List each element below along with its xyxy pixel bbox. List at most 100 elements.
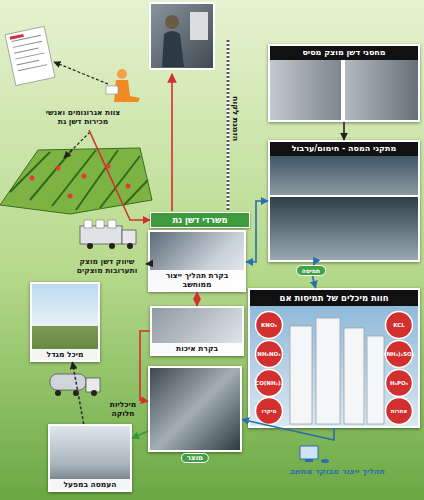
flow-connector bbox=[132, 431, 148, 438]
control-box: בקרת תהליך ייצור ממוחשב bbox=[148, 230, 246, 292]
circle-shape bbox=[256, 398, 283, 425]
circle-shape bbox=[256, 341, 283, 368]
edge-label: מיכליות חלוקה bbox=[100, 400, 146, 418]
tanker-cab bbox=[86, 378, 100, 392]
wheel bbox=[127, 243, 133, 249]
solution-circle: KCL bbox=[384, 310, 414, 340]
circle-shape bbox=[386, 370, 413, 397]
team-text: צוות אגרונומים ואנשי מכירות דשן גת bbox=[36, 108, 130, 126]
formula-text: אחרות bbox=[391, 408, 408, 414]
header-text: חוות מיכלים של תמיסות אם bbox=[250, 290, 418, 306]
warehouse-box: מחסני דשן מוצק מסיס bbox=[268, 44, 420, 122]
order-arrow bbox=[171, 74, 173, 211]
control-panel bbox=[190, 12, 208, 40]
production-box: מוצר bbox=[148, 366, 242, 452]
truck-load bbox=[80, 226, 122, 244]
wheel bbox=[73, 390, 79, 396]
flow-connector bbox=[343, 122, 345, 140]
tanker-tank bbox=[50, 374, 86, 390]
dissolution-box: מתקני המסה - חימום/ערבול bbox=[268, 140, 420, 262]
caption-text: העמסה במפעל bbox=[50, 479, 130, 490]
formula-text: (NH₄)₂SO₄ bbox=[384, 351, 414, 357]
order-document bbox=[5, 26, 55, 85]
person-head bbox=[117, 69, 127, 79]
formula-text: KNO₃ bbox=[261, 322, 277, 328]
flow-connector bbox=[196, 292, 198, 306]
formula-text: מיקרו bbox=[262, 408, 277, 414]
formula-text: H₃PO₄ bbox=[390, 380, 408, 386]
solution-circle: אחרות bbox=[384, 396, 414, 426]
office-header: משרדי דשן גת bbox=[150, 212, 250, 228]
loading-box: העמסה במפעל bbox=[48, 424, 132, 492]
person-clipboard bbox=[106, 86, 118, 94]
solution-circle: (NH₄)₂SO₄ bbox=[384, 339, 414, 369]
formula-text: CO(NH₂)₂ bbox=[255, 380, 283, 386]
circle-shape bbox=[386, 398, 413, 425]
field bbox=[0, 148, 152, 214]
distribution-tanker bbox=[50, 374, 100, 396]
circle-shape bbox=[256, 370, 283, 397]
flow-connector bbox=[312, 276, 315, 288]
plant bbox=[30, 176, 35, 181]
plant bbox=[106, 164, 111, 169]
wheel bbox=[91, 390, 97, 396]
flow-connector bbox=[72, 362, 83, 424]
tank bbox=[344, 328, 364, 424]
dashed-arrow bbox=[54, 62, 108, 84]
storage-tanks bbox=[290, 318, 384, 424]
quality-box: בקרת איכות bbox=[150, 306, 244, 356]
formula-text: NH₄NO₃ bbox=[257, 351, 280, 357]
formula-text: KCL bbox=[393, 322, 405, 328]
plant bbox=[68, 194, 73, 199]
plant bbox=[82, 174, 87, 179]
pill-text: תמיסה bbox=[302, 267, 320, 274]
tank-farm-photo bbox=[250, 304, 418, 426]
solution-circle: מיקרו bbox=[254, 396, 284, 426]
order-label: הזמנת לקוח bbox=[231, 96, 240, 141]
truck-bag bbox=[96, 220, 104, 228]
monitor-stand bbox=[305, 459, 313, 462]
computer-icon bbox=[300, 446, 329, 463]
mouse bbox=[321, 459, 329, 463]
solution-circle: H₃PO₄ bbox=[384, 368, 414, 398]
truck-cab bbox=[122, 230, 136, 244]
pill-text: מוצר bbox=[181, 453, 209, 463]
plant bbox=[126, 184, 131, 189]
solution-circle: CO(NH₂)₂ bbox=[254, 368, 284, 398]
field-plants bbox=[30, 164, 131, 199]
wheel bbox=[55, 390, 61, 396]
caption-text: בקרת איכות bbox=[152, 343, 242, 354]
solution-circle: NH₄NO₃ bbox=[254, 339, 284, 369]
marketing-truck bbox=[80, 220, 136, 249]
flow-pill: תמיסה bbox=[296, 265, 326, 276]
customer-photo bbox=[150, 3, 214, 69]
farmer-hat bbox=[165, 15, 179, 29]
header-text: מחסני דשן מוצק מסיס bbox=[270, 46, 418, 60]
dashed-arrow bbox=[64, 132, 90, 158]
tank bbox=[367, 336, 384, 424]
pill-shape bbox=[297, 266, 326, 276]
farmer-body bbox=[162, 31, 184, 67]
order-line bbox=[227, 40, 230, 210]
caption-text: מיכל מגדל bbox=[32, 349, 98, 360]
tank-farm-box: חוות מיכלים של תמיסות אם KNO₃ KCL NH₄NO₃ (NH… bbox=[248, 288, 420, 428]
solution-circle: KNO₃ bbox=[254, 310, 284, 340]
circle-shape bbox=[386, 312, 413, 339]
caption-text: בקרת תהליך ייצור ממוחשב bbox=[150, 270, 244, 290]
tank bbox=[316, 318, 340, 424]
flow-connector bbox=[89, 130, 150, 220]
truck-bag bbox=[108, 220, 116, 228]
tank bbox=[290, 326, 312, 424]
paper bbox=[5, 26, 55, 85]
marketing-label: שיווק דשן מוצק ותערובות מוצקים bbox=[68, 254, 146, 278]
process-note: תהליך ייצור מבוקר מחשב bbox=[252, 467, 422, 476]
monitor bbox=[300, 446, 318, 459]
order-line bbox=[227, 40, 230, 210]
flow-connector bbox=[146, 263, 148, 265]
paper-lines bbox=[12, 35, 48, 71]
